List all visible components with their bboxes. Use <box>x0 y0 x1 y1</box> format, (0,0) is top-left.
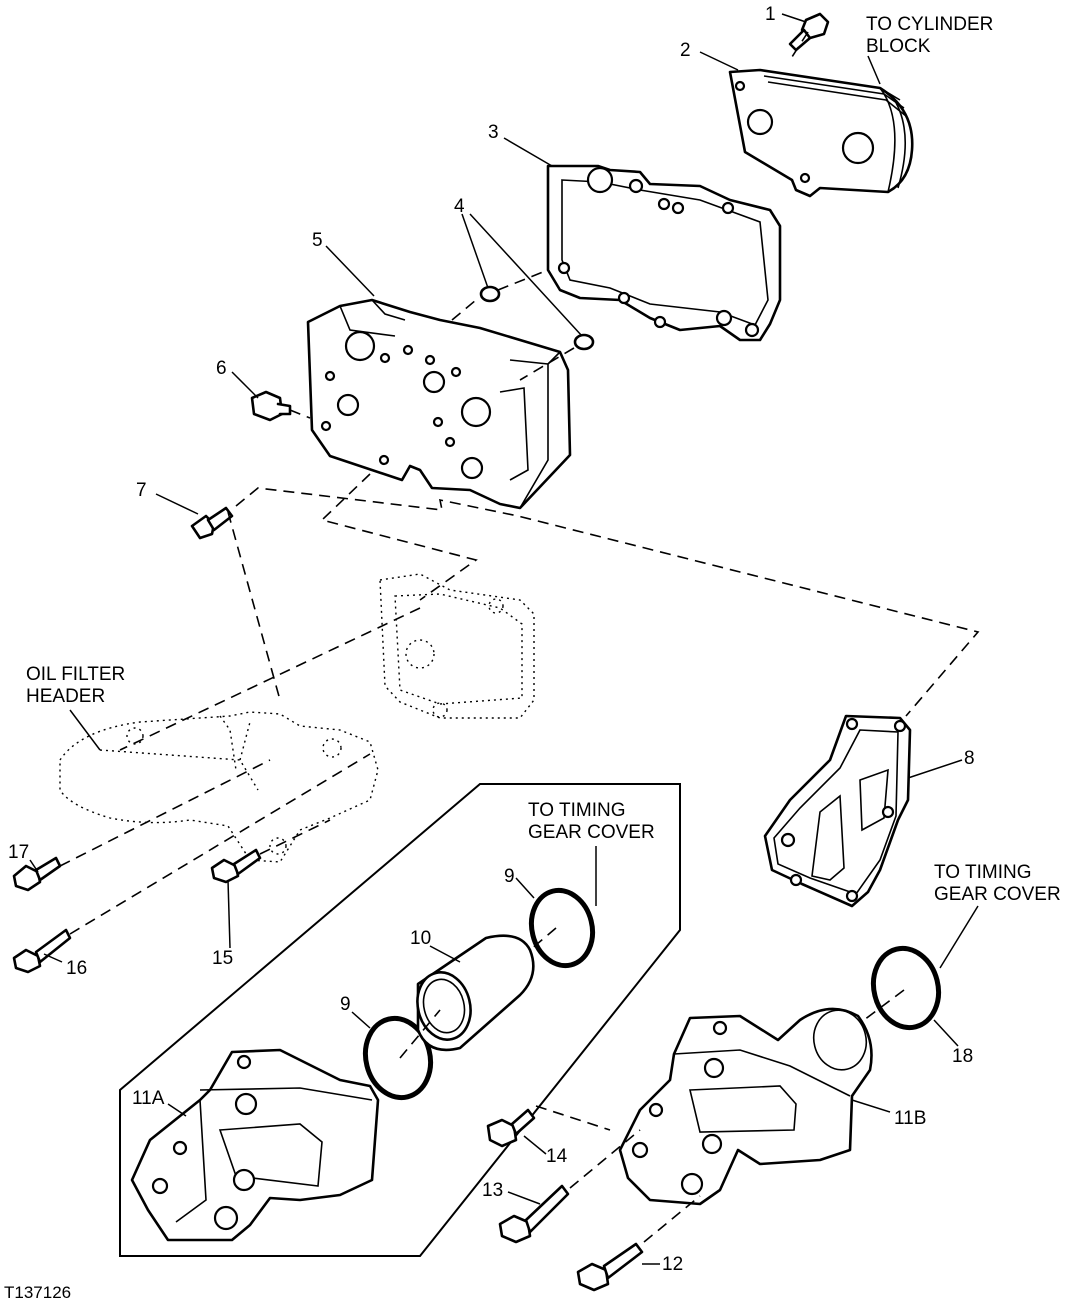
part-14-cap-screw <box>486 1108 536 1148</box>
leader-lines <box>29 13 979 1265</box>
part-8-gasket <box>763 714 912 908</box>
label-oil-filter-header: OIL FILTER HEADER <box>26 664 125 707</box>
part-11a-filter-header <box>130 1048 380 1242</box>
callout-1: 1 <box>765 4 776 25</box>
part-18-o-ring <box>870 945 942 1031</box>
part-15-cap-screw <box>210 848 262 884</box>
part-16-cap-screw <box>12 928 72 974</box>
part-6-plug <box>250 390 292 422</box>
callout-10: 10 <box>410 928 431 949</box>
part-9-o-ring-upper <box>528 887 596 969</box>
callout-2: 2 <box>680 40 691 61</box>
part-4-o-rings <box>479 285 595 351</box>
svg-text:GEAR COVER: GEAR COVER <box>528 822 655 843</box>
callout-13: 13 <box>482 1180 503 1201</box>
figure-id: T137126 <box>4 1283 71 1302</box>
callout-3: 3 <box>488 122 499 143</box>
part-11b-filter-header <box>618 1007 873 1206</box>
label-to-cylinder-block: TO CYLINDER BLOCK <box>866 14 993 57</box>
svg-text:TO TIMING: TO TIMING <box>934 862 1031 883</box>
callout-18: 18 <box>952 1046 973 1067</box>
callout-4: 4 <box>454 196 465 217</box>
callout-11b: 11B <box>894 1108 926 1129</box>
svg-text:TO CYLINDER: TO CYLINDER <box>866 14 993 35</box>
part-12-cap-screw <box>576 1242 644 1292</box>
svg-text:GEAR COVER: GEAR COVER <box>934 884 1061 905</box>
part-10-filter-element <box>416 934 535 1052</box>
callout-9-upper: 9 <box>504 866 515 887</box>
callout-8: 8 <box>964 748 975 769</box>
kit-box <box>119 783 681 1257</box>
callout-14: 14 <box>546 1146 568 1167</box>
callout-6: 6 <box>216 358 227 379</box>
label-to-timing-gear-cover-right: TO TIMING GEAR COVER <box>934 862 1061 905</box>
callout-16: 16 <box>66 958 87 979</box>
callout-11a: 11A <box>132 1088 165 1109</box>
part-9-o-ring-lower <box>362 1015 434 1101</box>
alignment-lines <box>59 31 980 1243</box>
svg-text:BLOCK: BLOCK <box>866 36 931 57</box>
oil-filter-header-assembly <box>59 573 535 863</box>
callout-7: 7 <box>136 480 147 501</box>
callout-15: 15 <box>212 948 233 969</box>
part-2-oil-cooler <box>728 68 914 198</box>
callout-9-lower: 9 <box>340 994 351 1015</box>
part-7-cap-screw <box>190 506 234 540</box>
part-1-bolt <box>788 12 830 52</box>
callout-17: 17 <box>8 842 29 863</box>
part-5-adapter-housing <box>306 298 572 510</box>
part-13-cap-screw <box>498 1184 570 1244</box>
svg-text:TO TIMING: TO TIMING <box>528 800 625 821</box>
callout-5: 5 <box>312 230 323 251</box>
label-to-timing-gear-cover-box: TO TIMING GEAR COVER <box>528 800 655 843</box>
svg-text:OIL FILTER: OIL FILTER <box>26 664 125 685</box>
part-3-gasket <box>546 164 782 342</box>
svg-text:HEADER: HEADER <box>26 686 105 707</box>
callout-12: 12 <box>662 1254 683 1275</box>
